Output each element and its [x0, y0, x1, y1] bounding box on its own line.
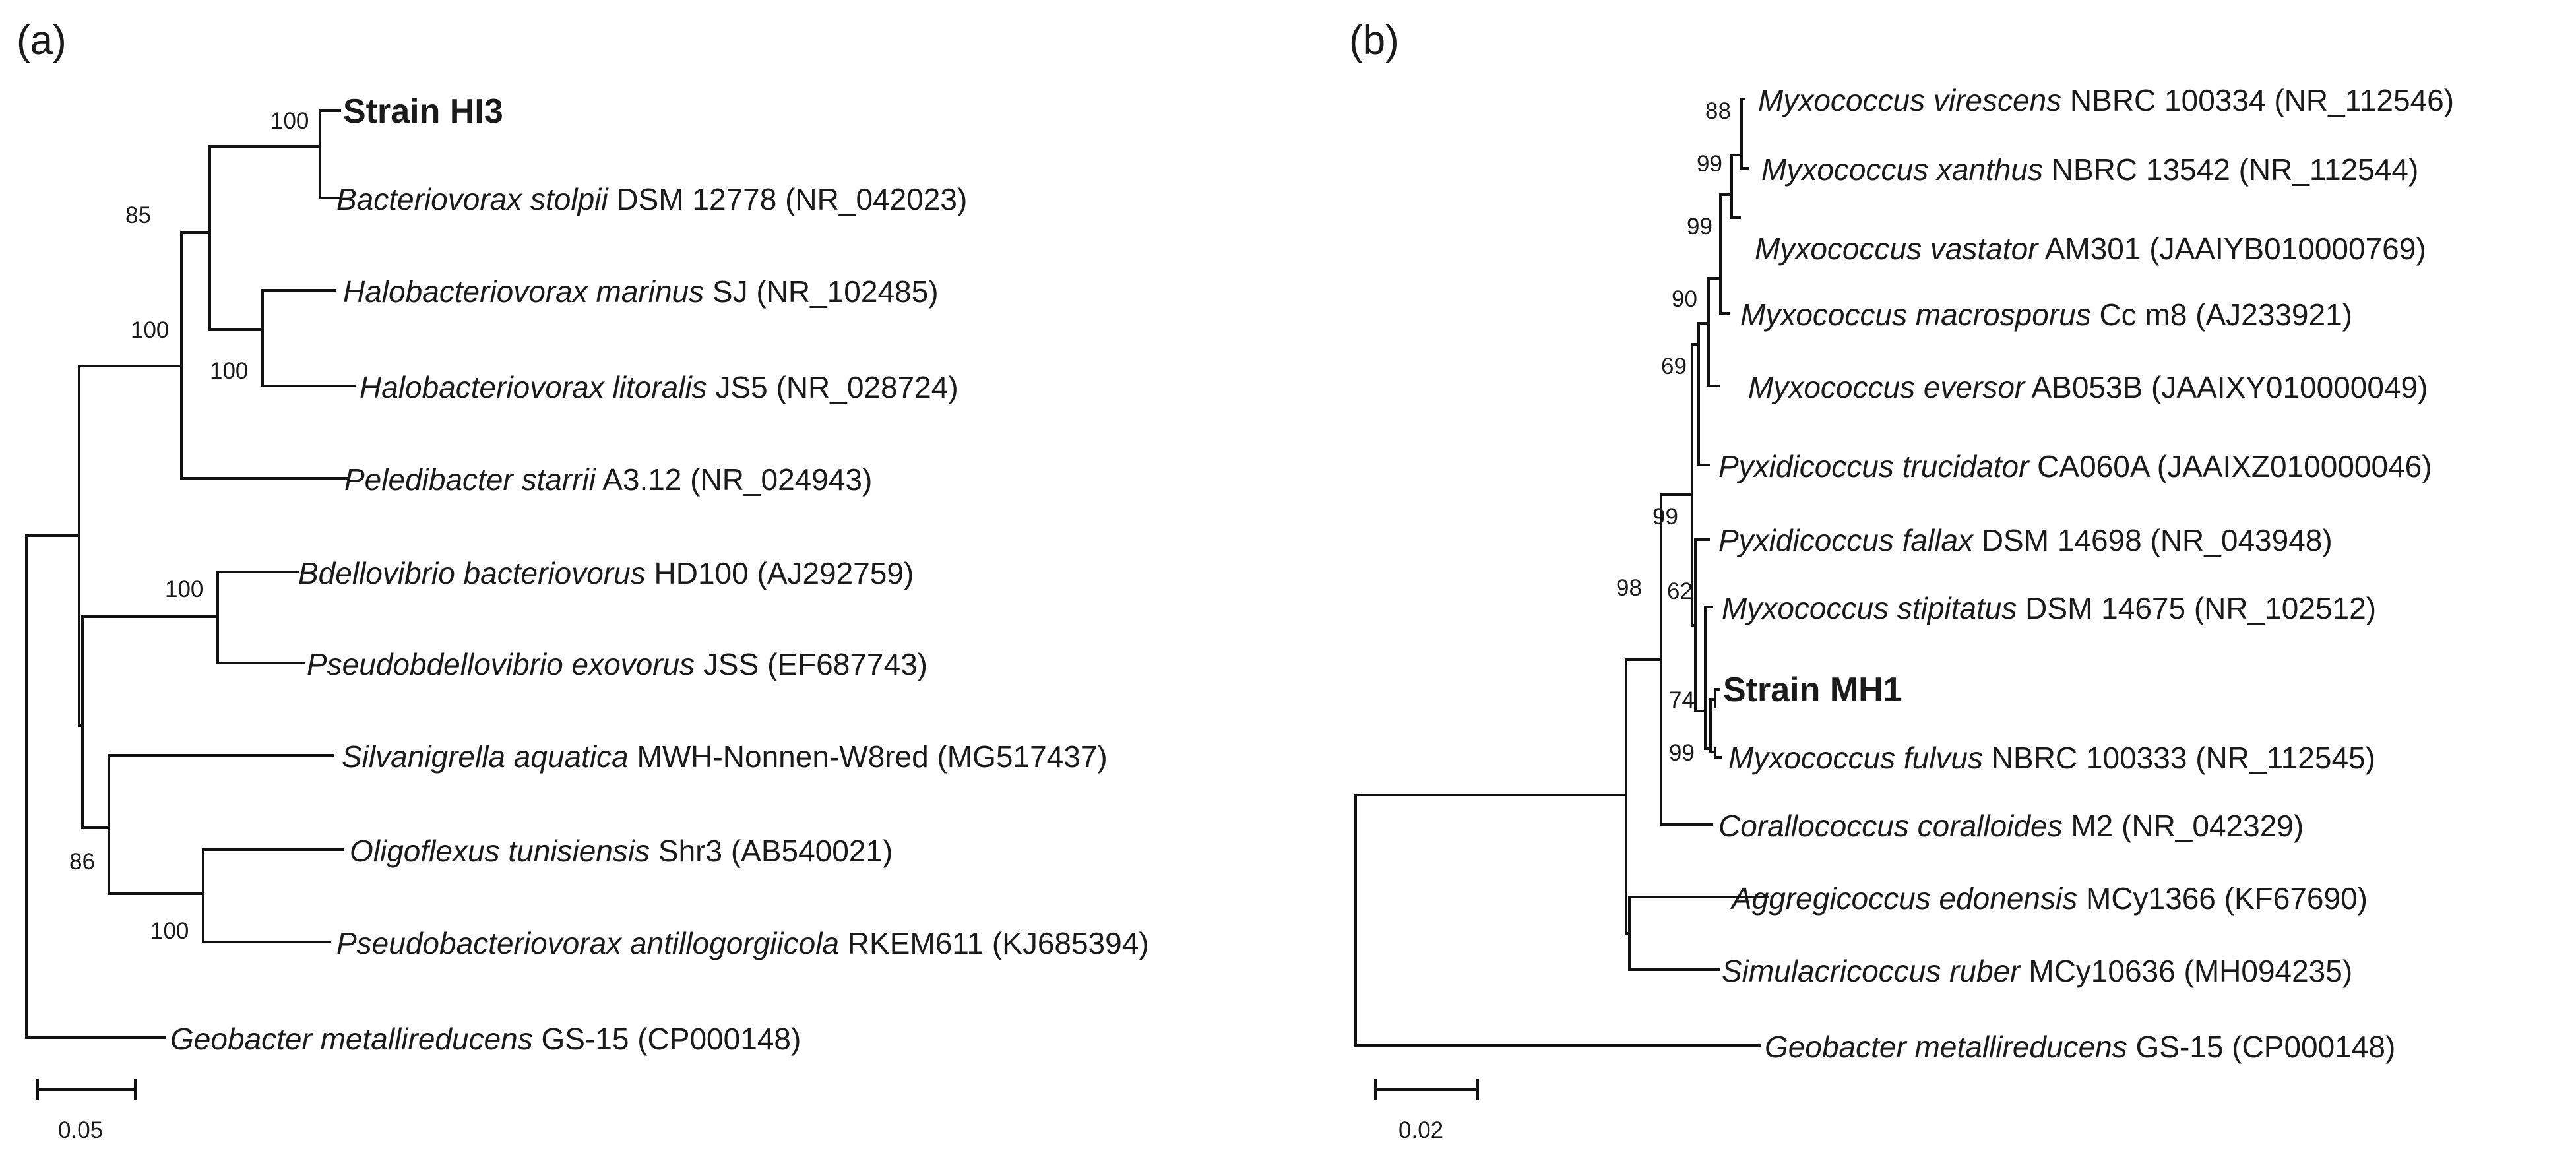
panel-b-label: (b): [1349, 18, 1399, 63]
branch: [208, 289, 356, 387]
bootstrap-value: 90: [1672, 286, 1697, 312]
taxon-label: Myxococcus eversor AB053B (JAAIXY0100000…: [1748, 370, 2428, 404]
bootstrap-value: 69: [1661, 354, 1687, 379]
branch: [81, 754, 334, 895]
taxon-label: Pyxidicoccus trucidator CA060A (JAAIXZ01…: [1718, 449, 2432, 483]
taxon-label: Silvanigrella aquatica MWH-Nonnen-W8red …: [342, 739, 1108, 774]
bootstrap-value: 99: [1652, 504, 1678, 530]
branch: [81, 571, 305, 664]
tree-a-bootstraps: 100 85 100 100 100 86 100: [69, 108, 309, 944]
bootstrap-value: 74: [1669, 687, 1695, 713]
branch: [1660, 343, 1693, 627]
bootstrap-value: 99: [1697, 151, 1722, 177]
taxon-label: Strain HI3: [343, 92, 503, 131]
taxon-label: Aggregicoccus edonensis MCy1366 (KF67690…: [1730, 881, 2368, 916]
bootstrap-value: 100: [210, 358, 248, 384]
branch: [1730, 98, 1749, 170]
taxon-label: Strain MH1: [1723, 671, 1902, 709]
taxon-label: Geobacter metallireducens GS-15 (CP00014…: [170, 1022, 801, 1056]
panel-a: (a) 100 85 100 100 100 86 100: [16, 18, 1149, 1143]
panel-a-label: (a): [16, 18, 67, 63]
bootstrap-value: 99: [1669, 740, 1695, 766]
tree-a-branches: [25, 109, 356, 1039]
bootstrap-value: 98: [1616, 575, 1642, 601]
scale-bar-label: 0.05: [58, 1117, 103, 1143]
taxon-label: Pyxidicoccus fallax DSM 14698 (NR_043948…: [1718, 523, 2333, 557]
branch: [108, 848, 344, 943]
branch: [78, 615, 84, 829]
bootstrap-value: 100: [270, 108, 309, 134]
panel-b: (b) 88 99 9: [1349, 18, 2454, 1143]
branch: [1719, 154, 1741, 219]
bootstrap-value: 88: [1705, 98, 1731, 124]
bootstrap-value: 100: [150, 918, 189, 944]
branch: [1354, 794, 1761, 1047]
tree-b-branches: [1354, 98, 1769, 1047]
bootstrap-value: 85: [125, 203, 151, 228]
branch: [180, 145, 211, 331]
scale-bar-line: [1374, 1079, 1479, 1100]
bootstrap-value: 99: [1687, 214, 1712, 239]
taxon-label: Bacteriovorax stolpii DSM 12778 (NR_0420…: [336, 182, 967, 216]
branch: [1707, 193, 1730, 315]
taxon-label: Simulacricoccus ruber MCy10636 (MH094235…: [1722, 954, 2352, 988]
branch: [78, 231, 348, 480]
taxon-label: Geobacter metallireducens GS-15 (CP00014…: [1765, 1030, 2395, 1064]
scale-bar-b: 0.02: [1374, 1079, 1479, 1143]
taxon-label: Myxococcus macrosporus Cc m8 (AJ233921): [1740, 297, 2352, 332]
taxon-label: Myxococcus vastator AM301 (JAAIYB0100007…: [1755, 232, 2426, 266]
taxon-label: Myxococcus virescens NBRC 100334 (NR_112…: [1758, 83, 2454, 117]
branch: [1625, 493, 1713, 826]
taxon-label: Pseudobacteriovorax antillogorgiicola RK…: [336, 926, 1149, 960]
scale-bar-label: 0.02: [1398, 1117, 1443, 1143]
taxon-label: Myxococcus xanthus NBRC 13542 (NR_112544…: [1761, 152, 2418, 187]
bootstrap-value: 62: [1667, 578, 1693, 604]
taxon-label: Peledibacter starrii A3.12 (NR_024943): [344, 462, 872, 497]
taxon-label: Bdellovibrio bacteriovorus HD100 (AJ2927…: [298, 556, 914, 590]
tree-b-bootstraps: 88 99 99 90 69 99 62 74 99 98: [1616, 98, 1731, 766]
taxon-label: Myxococcus fulvus NBRC 100333 (NR_112545…: [1728, 741, 2375, 775]
bootstrap-value: 100: [165, 576, 203, 602]
taxon-label: Corallococcus coralloides M2 (NR_042329): [1718, 809, 2304, 843]
branch: [25, 534, 166, 1039]
tree-b-taxa: Myxococcus virescens NBRC 100334 (NR_112…: [1718, 83, 2454, 1064]
branch: [1691, 322, 1710, 466]
branch: [1697, 277, 1720, 387]
branch: [208, 109, 341, 199]
taxon-label: Myxococcus stipitatus DSM 14675 (NR_1025…: [1722, 591, 2376, 625]
branch: [1704, 698, 1712, 753]
taxon-label: Halobacteriovorax marinus SJ (NR_102485): [343, 274, 939, 309]
taxon-label: Oligoflexus tunisiensis Shr3 (AB540021): [350, 834, 893, 868]
taxon-label: Halobacteriovorax litoralis JS5 (NR_0287…: [360, 370, 958, 404]
branch: [1694, 606, 1713, 750]
branch: [1709, 747, 1722, 759]
branch: [1691, 538, 1710, 712]
bootstrap-value: 86: [69, 849, 95, 875]
tree-a-taxa: Strain HI3 Bacteriovorax stolpii DSM 127…: [170, 92, 1149, 1056]
bootstrap-value: 100: [131, 317, 169, 343]
branch: [1709, 688, 1720, 708]
scale-bar-a: 0.05: [36, 1079, 137, 1143]
taxon-label: Pseudobdellovibrio exovorus JSS (EF68774…: [307, 647, 927, 681]
scale-bar-line: [36, 1079, 137, 1100]
branch: [1625, 896, 1769, 971]
